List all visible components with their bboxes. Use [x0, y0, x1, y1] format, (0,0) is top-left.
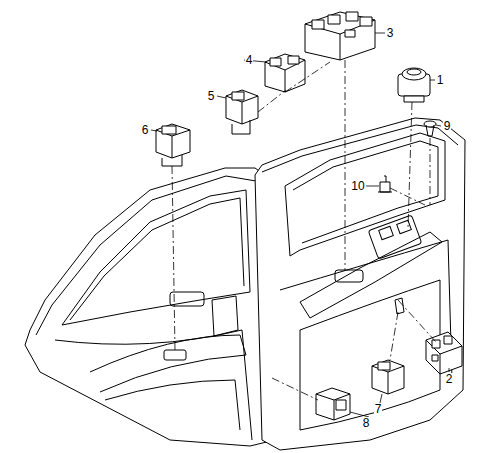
callout-number: 9 — [443, 120, 452, 132]
callout-number: 2 — [445, 373, 454, 385]
callout-number: 10 — [350, 180, 365, 192]
callout-number: 7 — [374, 403, 383, 415]
callout-number: 3 — [386, 27, 395, 39]
callout-number: 8 — [362, 417, 371, 429]
callout-number: 4 — [245, 54, 254, 66]
callout-number: 6 — [141, 124, 150, 136]
callout-number: 1 — [436, 74, 445, 86]
callout-number: 5 — [207, 90, 216, 102]
